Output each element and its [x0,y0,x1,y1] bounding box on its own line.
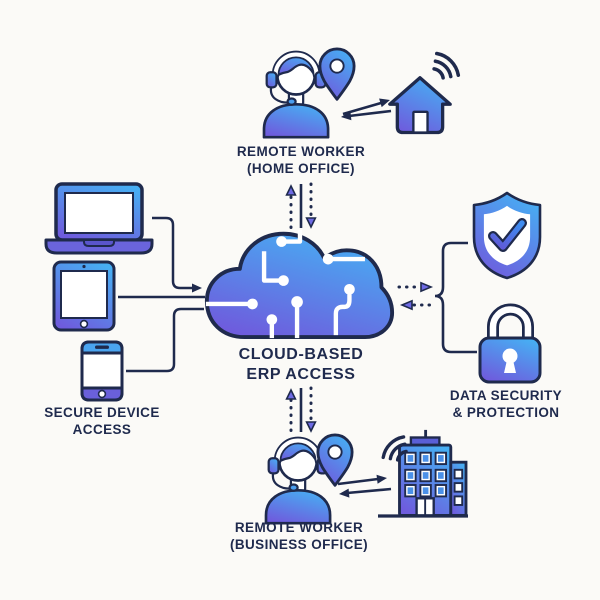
connector-cloud-security [397,241,477,354]
padlock-icon [478,303,542,384]
wifi-icon [432,51,461,80]
data-security-label-line2: & PROTECTION [452,405,560,420]
location-pin-icon [316,433,354,487]
connector-phone-to-cloud [126,307,204,373]
arrows-worker-building [337,474,392,498]
data-security-label-line1: DATA SECURITY [449,388,563,403]
connector-cloud-business [285,386,317,436]
cloud-erp-label: CLOUD-BASED ERP ACCESS [201,345,401,385]
business-office-label-line2: (BUSINESS OFFICE) [229,537,369,552]
business-office-label-line1: REMOTE WORKER [234,520,364,535]
cloud-erp-label-line2: ERP ACCESS [246,366,356,384]
smartphone-icon [80,340,124,402]
tablet-icon [52,260,116,332]
house-icon [388,76,452,135]
secure-device-label: SECURE DEVICE ACCESS [18,404,186,438]
cloud-circuit-icon [204,229,395,340]
home-office-label: REMOTE WORKER (HOME OFFICE) [201,143,401,177]
arrows-worker-house [341,98,392,121]
location-pin-icon [318,47,356,101]
business-office-label: REMOTE WORKER (BUSINESS OFFICE) [189,519,409,553]
data-security-label: DATA SECURITY & PROTECTION [420,387,592,421]
connector-cloud-home [285,182,317,232]
office-building-icon [398,429,468,517]
building-windows [404,451,464,506]
home-office-label-line2: (HOME OFFICE) [247,161,355,176]
home-office-label-line1: REMOTE WORKER [236,144,366,159]
cloud-erp-label-line1: CLOUD-BASED [238,346,364,363]
laptop-icon [44,182,154,255]
shield-check-icon [472,191,542,280]
circuit-nodes [247,236,355,325]
secure-device-label-line1: SECURE DEVICE [44,405,160,420]
headset-worker-icon [264,54,328,137]
secure-device-label-line2: ACCESS [72,422,132,437]
connector-laptop-to-cloud [152,216,202,293]
